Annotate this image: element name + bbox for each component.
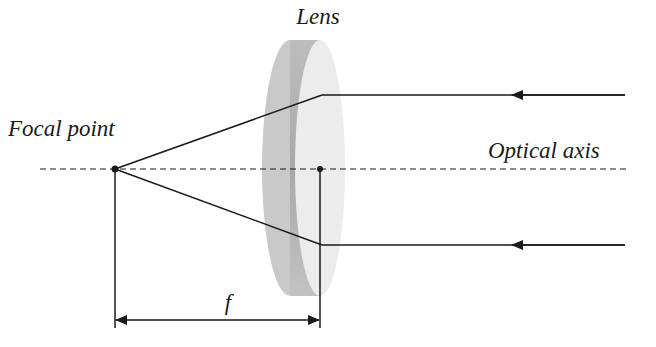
refracted-ray	[115, 169, 322, 245]
light-ray	[322, 94, 625, 96]
light-ray	[322, 244, 625, 246]
dimension-line	[116, 319, 319, 321]
extension-line	[319, 169, 321, 328]
axis-label: Optical axis	[488, 138, 600, 163]
optical-axis	[40, 168, 630, 169]
part-name: Focal point	[8, 116, 115, 141]
refracted-ray	[115, 95, 322, 169]
dimension-label: f	[225, 290, 231, 315]
ray-arrow	[512, 94, 625, 96]
ray-arrow	[512, 244, 625, 246]
part-name: Lens	[296, 4, 339, 29]
extension-line	[114, 169, 116, 328]
